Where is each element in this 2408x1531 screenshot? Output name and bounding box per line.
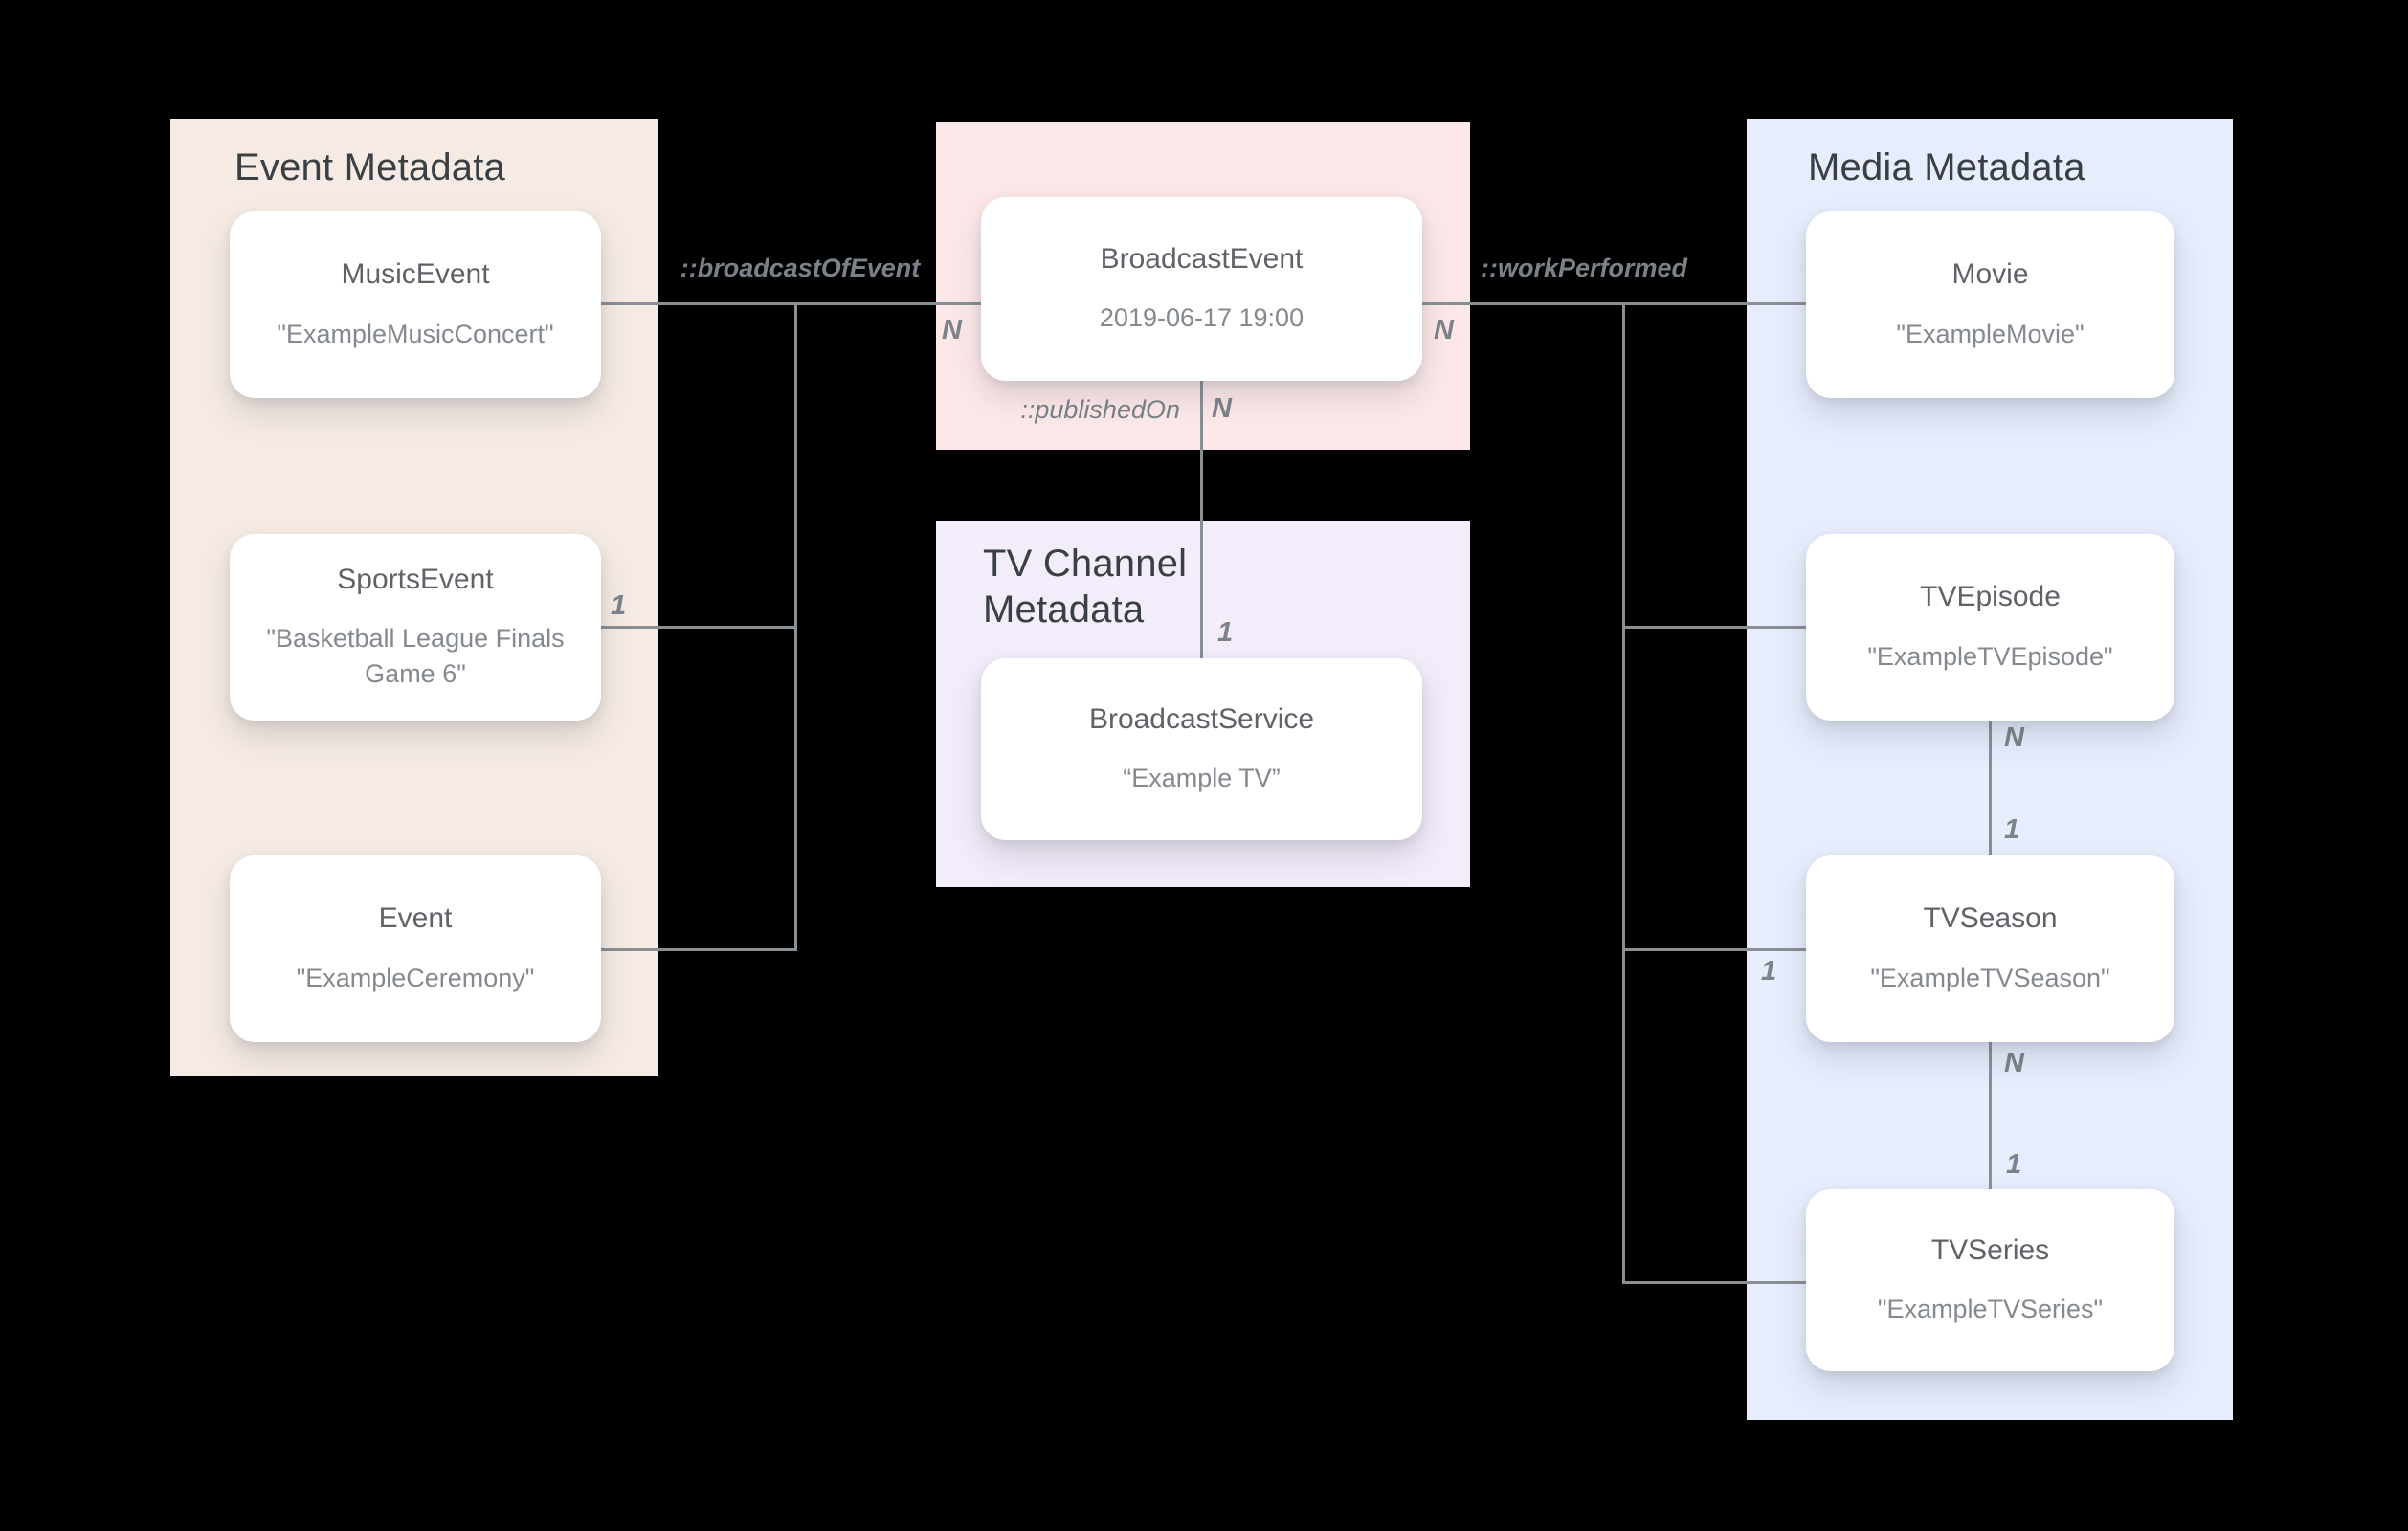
node-value: "ExampleTVSeries" [1877, 1295, 2104, 1324]
node-name: SportsEvent [337, 563, 494, 595]
node-name: TVSeason [1923, 902, 2058, 935]
node-broadcastservice: BroadcastService “Example TV” [981, 658, 1422, 840]
node-name: MusicEvent [341, 258, 490, 291]
edge-tvseries-branch [1625, 1281, 1806, 1284]
node-name: TVSeries [1930, 1233, 2050, 1266]
edge-publishedon-vertical [1200, 381, 1203, 658]
edge-label-publishedon: ::publishedOn [1020, 395, 1180, 424]
node-tvseason: TVSeason "ExampleTVSeason" [1806, 855, 2174, 1042]
node-value: "ExampleMovie" [1896, 319, 2085, 348]
cardinality-publishedon-1: 1 [1217, 617, 1234, 648]
edge-event-junction-vertical [794, 302, 797, 951]
node-tvepisode: TVEpisode "ExampleTVEpisode" [1806, 534, 2174, 721]
node-movie: Movie "ExampleMovie" [1806, 211, 2174, 398]
cardinality-season-series-1: 1 [2006, 1149, 2022, 1180]
node-value: 2019-06-17 19:00 [1099, 303, 1304, 333]
panel-title-event-metadata: Event Metadata [234, 146, 505, 189]
node-value: "ExampleCeremony" [296, 963, 535, 992]
edge-broadcastevent-movie [1422, 302, 1806, 305]
edge-label-workperformed: ::workPerformed [1480, 254, 1688, 282]
edge-tvepisode-branch [1625, 626, 1806, 629]
node-name: TVEpisode [1920, 581, 2061, 613]
cardinality-episode-season-1: 1 [2004, 814, 2020, 845]
edge-musicevent-broadcastevent [601, 302, 981, 305]
cardinality-broadcastofevent-n: N [942, 315, 962, 345]
node-value: "ExampleTVEpisode" [1867, 641, 2113, 671]
node-value: "ExampleMusicConcert" [277, 319, 554, 348]
panel-title-media-metadata: Media Metadata [1808, 146, 2085, 189]
node-name: BroadcastEvent [1100, 242, 1304, 275]
edge-label-broadcastofevent: ::broadcastOfEvent [680, 254, 921, 282]
node-name: Event [378, 902, 453, 935]
node-event: Event "ExampleCeremony" [230, 855, 601, 1042]
edge-sportsevent-branch [601, 626, 794, 629]
panel-title-tv-channel-metadata: TV Channel Metadata [983, 543, 1188, 631]
node-value: "Basketball League Finals Game 6" [266, 624, 565, 688]
cardinality-season-series-n: N [2004, 1048, 2024, 1078]
node-value: "ExampleTVSeason" [1870, 963, 2110, 992]
cardinality-workperformed-n: N [1434, 315, 1454, 345]
node-name: Movie [1951, 258, 2029, 291]
cardinality-sportsevent-1: 1 [611, 590, 627, 621]
cardinality-tvseason-1: 1 [1761, 956, 1777, 987]
node-name: BroadcastService [1088, 702, 1315, 735]
cardinality-publishedon-n: N [1212, 393, 1232, 424]
edge-workperformed-trunk-vertical [1622, 302, 1625, 1284]
edge-tvseason-tvseries [1989, 1042, 1992, 1189]
edge-event-branch [601, 948, 794, 951]
cardinality-episode-season-n: N [2004, 722, 2024, 753]
node-musicevent: MusicEvent "ExampleMusicConcert" [230, 211, 601, 398]
edge-tvseason-branch [1625, 948, 1806, 951]
node-broadcastevent: BroadcastEvent 2019-06-17 19:00 [981, 197, 1422, 381]
node-value: “Example TV” [1123, 764, 1281, 793]
node-tvseries: TVSeries "ExampleTVSeries" [1806, 1189, 2174, 1371]
node-sportsevent: SportsEvent "Basketball League Finals Ga… [230, 534, 601, 721]
edge-tvepisode-tvseason [1989, 721, 1992, 855]
